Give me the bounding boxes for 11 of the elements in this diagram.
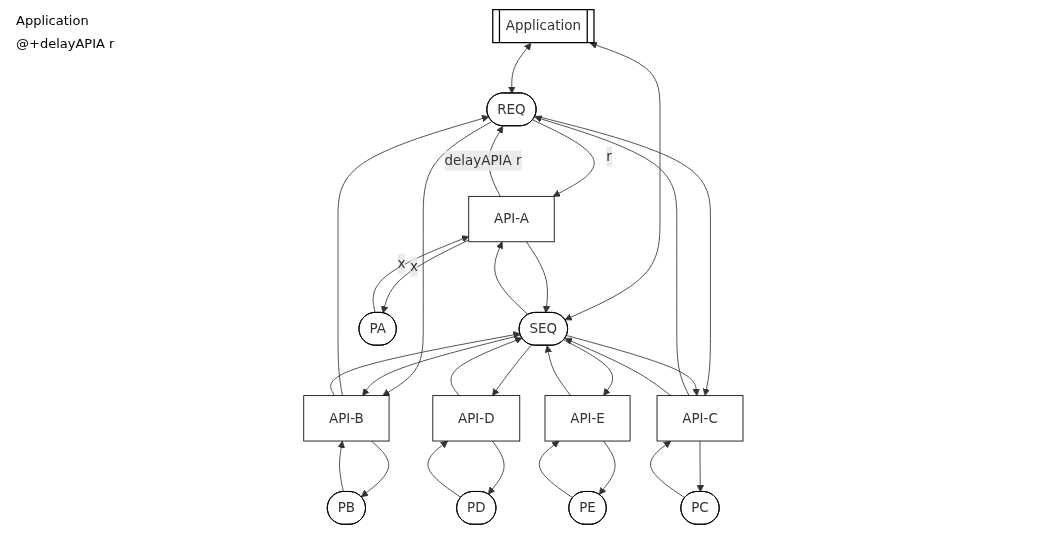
node-box: API-A <box>468 195 555 242</box>
node-box: API-C <box>656 394 744 441</box>
node-box: API-B <box>303 394 390 441</box>
edge-label: x <box>410 257 419 274</box>
node-box: API-E <box>544 394 631 441</box>
node-box: API-D <box>432 394 521 441</box>
edge-label: r <box>606 147 612 164</box>
edge-label: delayAPIA r <box>444 151 522 168</box>
edge-label: x <box>397 254 406 271</box>
inscription-label: @+delayAPIA r <box>15 35 116 52</box>
inscription-label: Application <box>15 12 90 29</box>
